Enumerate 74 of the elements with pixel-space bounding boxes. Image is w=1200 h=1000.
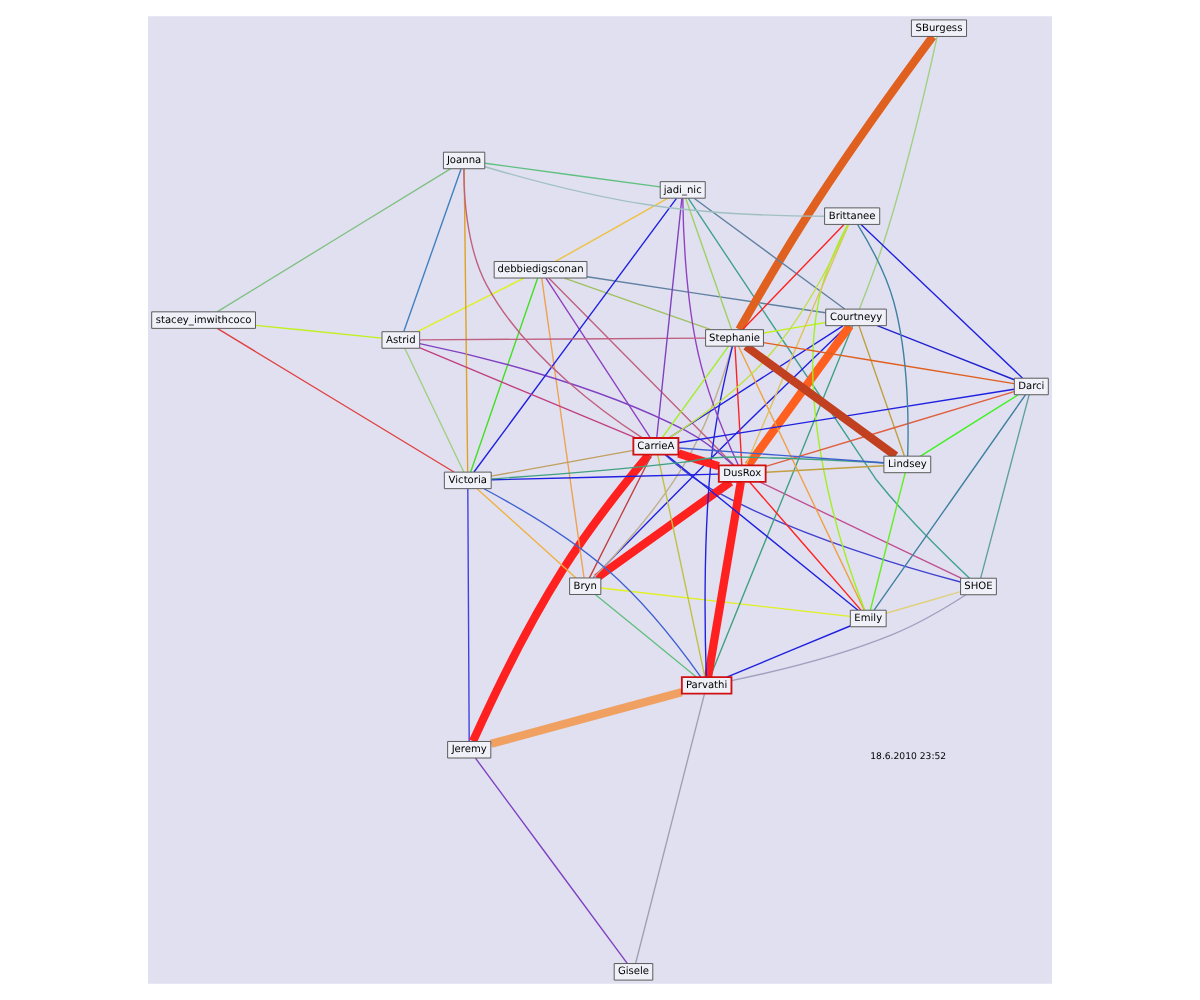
connector — [463, 168, 644, 439]
connector — [765, 465, 885, 473]
connector — [745, 223, 850, 466]
connector — [490, 449, 634, 477]
connector — [743, 342, 899, 460]
connector — [762, 321, 827, 334]
connector — [467, 488, 470, 743]
connector — [469, 277, 539, 473]
connector — [858, 36, 938, 310]
connector — [469, 452, 652, 743]
connector — [745, 323, 854, 468]
connector — [545, 277, 652, 439]
connector — [741, 223, 845, 331]
connector — [656, 197, 683, 439]
connector — [634, 693, 706, 964]
connector — [677, 447, 885, 464]
connector — [709, 325, 854, 678]
connector — [693, 197, 846, 310]
connector — [586, 276, 827, 314]
connector — [254, 324, 383, 339]
connector — [216, 168, 452, 313]
connector — [677, 449, 720, 471]
connector — [856, 223, 909, 457]
connector — [858, 325, 905, 457]
connector — [704, 345, 734, 678]
connector — [484, 162, 661, 188]
connector — [687, 197, 971, 579]
connector — [682, 197, 739, 466]
connector — [419, 337, 707, 341]
connector — [734, 345, 743, 466]
connector — [403, 168, 462, 333]
connector — [656, 454, 706, 678]
connector — [592, 345, 733, 579]
connector — [484, 166, 825, 217]
connector — [661, 345, 730, 439]
connector — [419, 342, 734, 466]
connector — [419, 347, 637, 439]
connector — [594, 594, 698, 678]
connector — [600, 587, 851, 618]
connector — [594, 478, 734, 582]
connector — [730, 594, 967, 682]
connector — [554, 197, 669, 263]
connector — [490, 473, 720, 481]
connector — [812, 223, 866, 611]
connector — [735, 34, 936, 332]
connector — [885, 591, 962, 614]
connector — [541, 277, 585, 579]
connector — [474, 757, 628, 965]
connector — [490, 688, 683, 748]
connector — [919, 394, 1019, 457]
connector — [737, 345, 865, 611]
connector — [563, 277, 712, 331]
connector — [416, 277, 525, 333]
connector — [762, 342, 1015, 385]
connector — [548, 277, 735, 466]
connector — [588, 454, 653, 579]
connector — [476, 488, 577, 579]
connector — [404, 347, 465, 473]
connector — [876, 325, 1015, 381]
connector — [726, 625, 851, 678]
connector — [860, 223, 1024, 379]
connector — [483, 488, 702, 678]
connector — [703, 481, 745, 678]
connector — [869, 472, 906, 611]
connector — [873, 394, 1027, 611]
connector — [758, 481, 962, 579]
connector — [979, 394, 1030, 579]
connector — [490, 456, 885, 480]
connector — [684, 197, 733, 331]
connector — [665, 454, 859, 611]
connector — [765, 390, 1015, 468]
connector — [677, 388, 1015, 444]
connector — [748, 481, 862, 611]
connector — [668, 223, 850, 439]
